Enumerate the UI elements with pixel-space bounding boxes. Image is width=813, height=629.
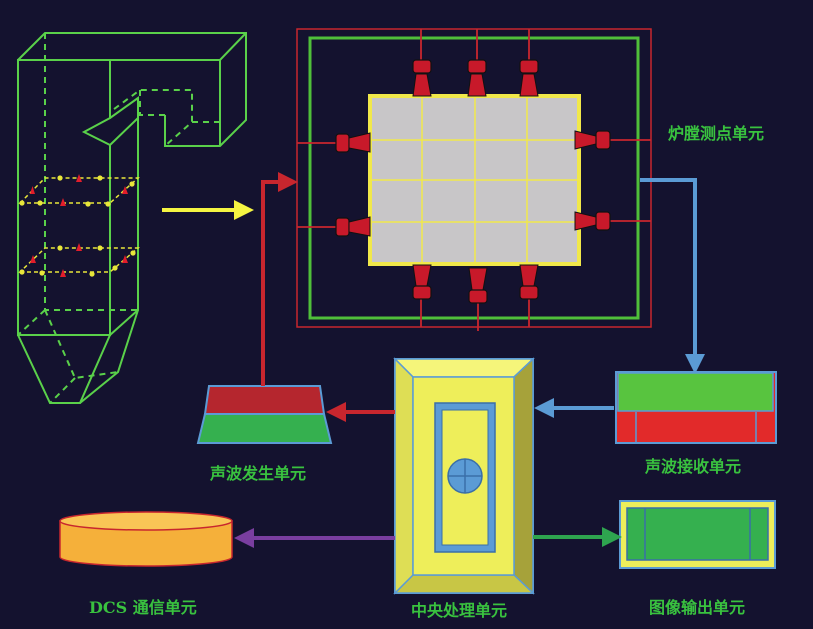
transducer-bottom-2 [468, 267, 488, 304]
image-output-label: 图像输出单元 [649, 598, 746, 617]
transducer-bottom-3 [519, 264, 539, 300]
transducer-top-2 [467, 59, 487, 97]
dcs-unit-label: DCS 通信单元 [89, 598, 197, 617]
wave-receiver-label: 声波接收单元 [645, 457, 742, 476]
transducer-right-2 [574, 211, 611, 231]
transducer-bottom-1 [412, 264, 432, 300]
boiler-wireframe [17, 32, 247, 404]
transducer-left-2 [335, 216, 371, 237]
cpu-unit-label: 中央处理单元 [411, 601, 508, 620]
boiler-measurement-layer-lower [18, 243, 141, 277]
boiler-measurement-layer-upper [18, 174, 140, 207]
furnace-measuring-unit [296, 28, 652, 331]
image-output-unit [619, 500, 776, 569]
transducer-top-1 [412, 59, 432, 97]
wave-generator-label: 声波发生单元 [210, 464, 307, 483]
transducer-right-1 [574, 130, 611, 150]
generator-to-furnace-arrow [261, 172, 298, 386]
furnace-unit-label: 炉膛测点单元 [668, 124, 765, 143]
sound-wave-generator-unit [196, 385, 333, 444]
sound-wave-receiver-unit [615, 371, 777, 444]
central-processing-unit [393, 357, 535, 595]
transducer-left-1 [335, 132, 371, 153]
transducer-top-3 [519, 59, 539, 97]
furnace-to-receiver-arrow [640, 178, 705, 374]
dcs-communication-unit [59, 511, 233, 567]
furnace-cross-section-grid [368, 94, 581, 266]
